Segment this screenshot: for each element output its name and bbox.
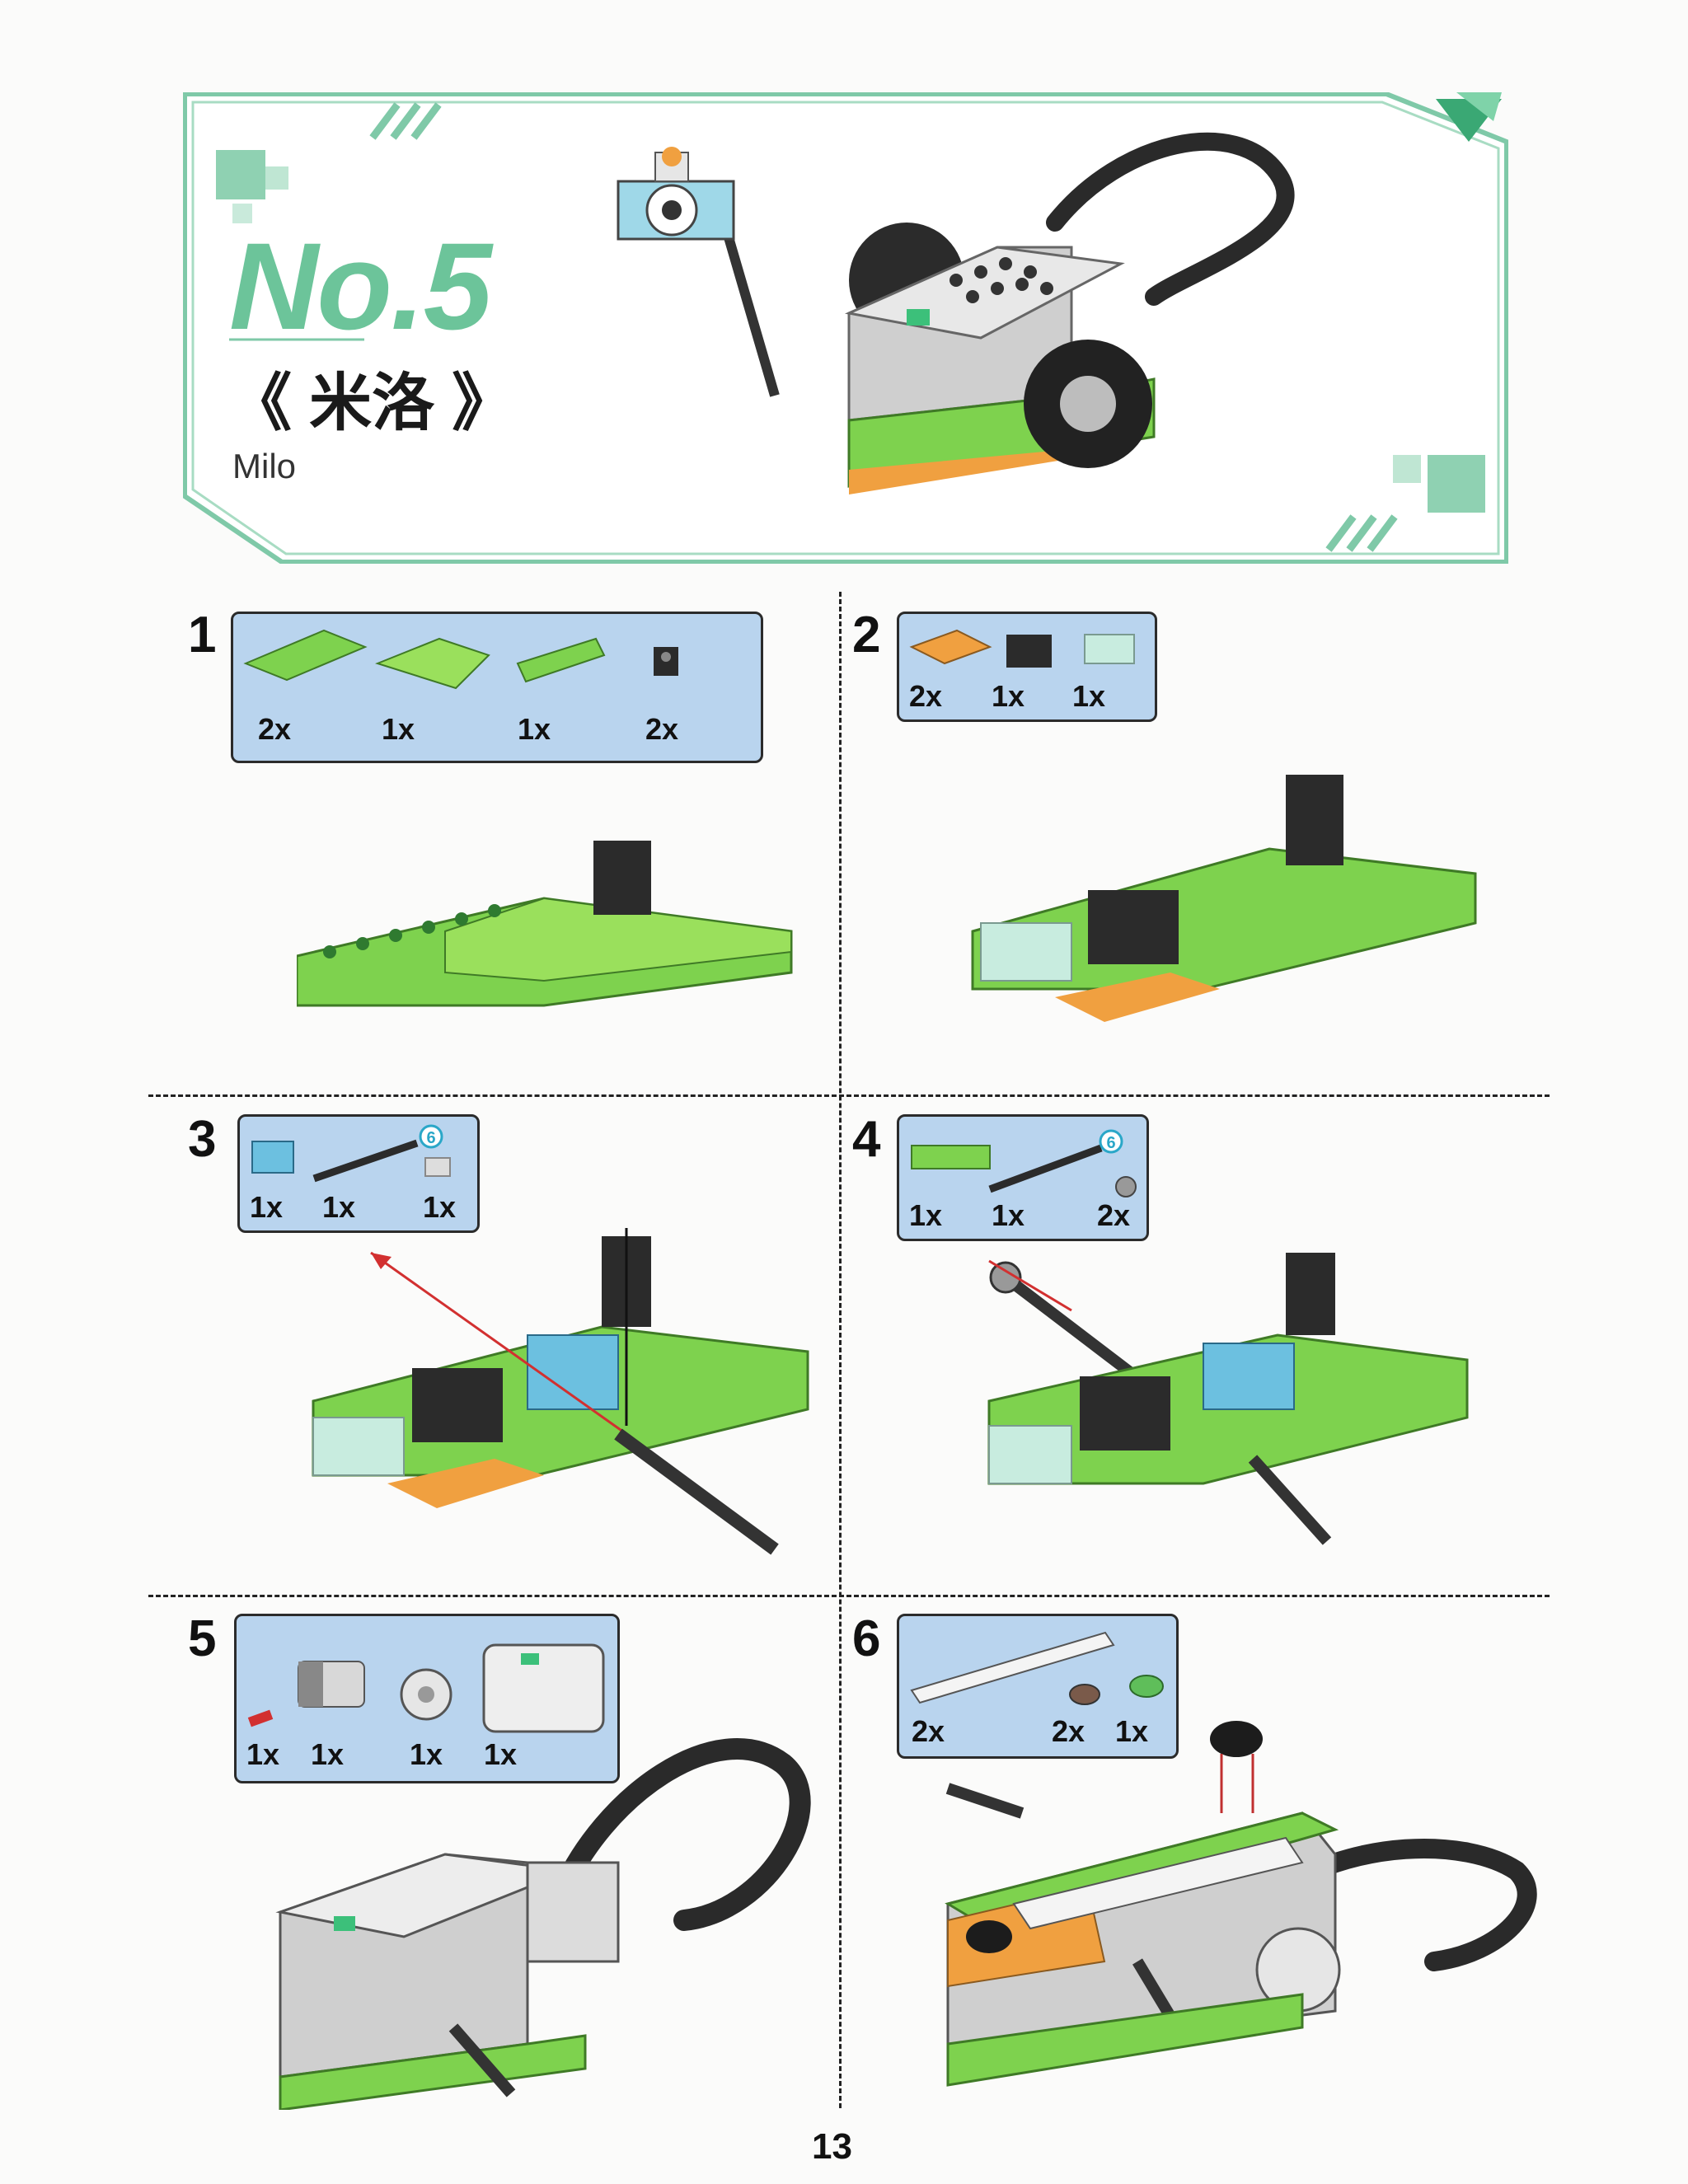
part-qty: 1x <box>992 1198 1025 1232</box>
axle-length-label: 6 <box>426 1129 435 1147</box>
model-title-chinese: 《 米洛 》 <box>229 368 515 438</box>
model-number: No.5 <box>229 217 492 355</box>
part-qty: 2x <box>258 712 292 746</box>
model-title-english: Milo <box>232 447 297 485</box>
axle-icon <box>312 1139 419 1183</box>
green-wedge-plate-icon <box>375 637 490 690</box>
parts-list: 6 1x 1x 1x <box>237 1114 480 1233</box>
parts-list: 1x 1x 1x 1x <box>234 1614 620 1783</box>
part-qty: 2x <box>912 1714 945 1748</box>
motor-icon <box>298 1661 365 1708</box>
axle-connector-icon <box>424 1157 451 1177</box>
part-qty: 1x <box>992 679 1025 713</box>
parts-list: 2x 1x 1x 2x <box>231 612 763 763</box>
step-number: 3 <box>188 1111 217 1168</box>
part-qty: 1x <box>410 1737 443 1771</box>
part-qty: 1x <box>322 1190 356 1224</box>
part-qty: 2x <box>1052 1714 1085 1748</box>
part-qty: 1x <box>1115 1714 1149 1748</box>
pulley-wheel-icon <box>400 1668 452 1721</box>
step-6-assembly-illustration <box>945 1721 1537 2087</box>
milo-robot-illustration <box>617 132 1295 494</box>
red-pin-icon <box>247 1709 274 1727</box>
step-number: 6 <box>852 1610 881 1667</box>
white-technic-beam-icon <box>910 1631 1115 1704</box>
step-1-assembly-illustration <box>297 841 793 1007</box>
part-qty: 1x <box>382 712 415 746</box>
part-qty: 1x <box>909 1198 943 1232</box>
part-qty: 2x <box>1097 1198 1131 1232</box>
axle-length-badge-icon <box>419 1124 443 1149</box>
parts-list: 6 1x 1x 2x <box>897 1114 1149 1241</box>
axle-icon <box>988 1144 1103 1193</box>
black-brick-icon <box>1006 635 1052 668</box>
step-2-assembly-illustration <box>971 775 1477 1022</box>
round-plate-dark-icon <box>1069 1684 1100 1705</box>
step-5-assembly-illustration <box>275 1738 811 2110</box>
step-number: 4 <box>852 1111 881 1168</box>
axle-length-badge-icon <box>1099 1129 1123 1154</box>
step-number: 1 <box>188 607 217 663</box>
parts-list: 2x 1x 1x <box>897 612 1157 722</box>
step-4-assembly-illustration <box>987 1253 1469 1545</box>
transparent-plate-icon <box>1084 634 1135 664</box>
orange-brick-icon <box>909 629 992 665</box>
step-number: 5 <box>188 1610 217 1667</box>
axle-length-label: 6 <box>1106 1134 1115 1152</box>
part-qty: 1x <box>311 1737 345 1771</box>
step-3-assembly-illustration <box>312 1228 809 1555</box>
round-plate-green-icon <box>1129 1675 1164 1698</box>
header-frame <box>183 92 1508 564</box>
grid-divider-vertical <box>839 592 842 2108</box>
part-qty: 2x <box>645 712 679 746</box>
green-technic-brick-icon <box>516 637 606 683</box>
green-technic-brick-icon <box>911 1145 991 1169</box>
grid-divider-horizontal <box>148 1094 1550 1097</box>
blue-brick-icon <box>251 1141 294 1174</box>
smart-hub-icon <box>482 1643 605 1733</box>
part-qty: 1x <box>1072 679 1106 713</box>
part-qty: 1x <box>246 1737 280 1771</box>
part-qty: 1x <box>484 1737 518 1771</box>
step-number: 2 <box>852 607 881 663</box>
part-qty: 1x <box>518 712 551 746</box>
bushing-icon <box>1115 1176 1137 1197</box>
page-number: 13 <box>812 2126 852 2167</box>
green-plate-2x8-icon <box>243 629 368 682</box>
part-qty: 2x <box>909 679 943 713</box>
black-pin-connector-icon <box>654 647 678 676</box>
part-qty: 1x <box>250 1190 284 1224</box>
grid-divider-horizontal <box>148 1595 1550 1597</box>
part-qty: 1x <box>423 1190 457 1224</box>
parts-list: 2x 2x 1x <box>897 1614 1179 1759</box>
